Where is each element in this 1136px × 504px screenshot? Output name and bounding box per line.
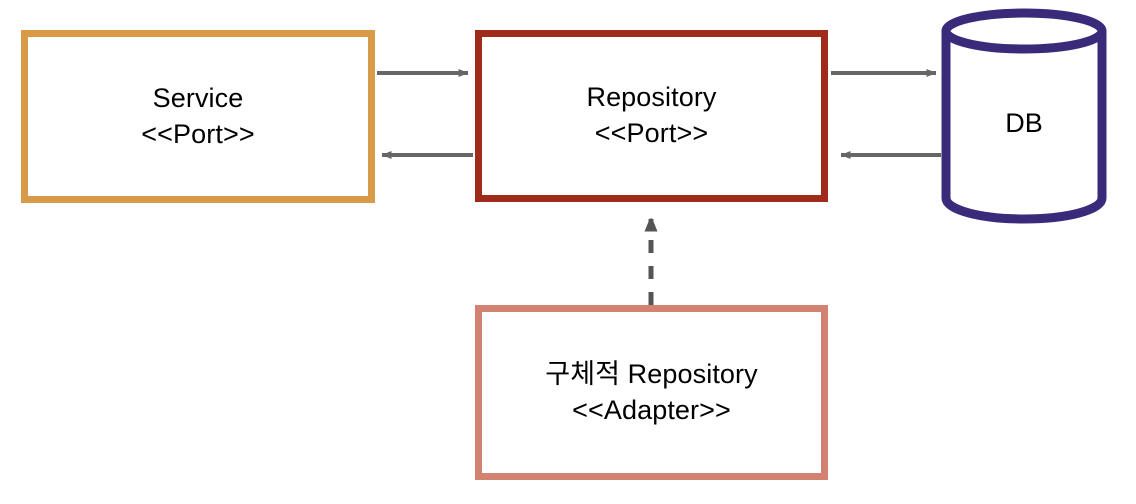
database-node-label: DB	[1005, 107, 1043, 138]
database-node[interactable]: DB	[938, 8, 1110, 224]
service-node-title: Service	[152, 82, 244, 113]
concrete-repository-adapter-node[interactable]: 구체적 Repository <<Adapter>>	[475, 305, 828, 480]
database-cylinder-icon	[941, 8, 1107, 224]
repository-node-stereotype: <<Port>>	[594, 118, 709, 148]
adapter-node-title: 구체적 Repository	[545, 358, 758, 389]
service-port-node[interactable]: Service <<Port>>	[21, 30, 375, 203]
service-node-stereotype: <<Port>>	[141, 118, 255, 149]
adapter-node-stereotype: <<Adapter>>	[572, 394, 731, 425]
repository-port-node[interactable]: Repository <<Port>>	[475, 30, 828, 202]
repository-node-title: Repository	[586, 82, 717, 113]
